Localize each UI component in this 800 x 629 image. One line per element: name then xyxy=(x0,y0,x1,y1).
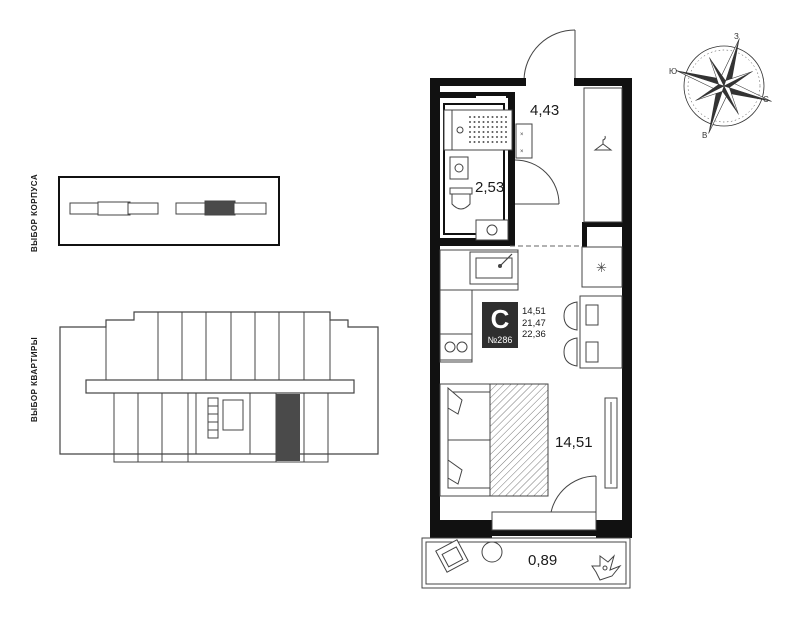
stat-full: 22,36 xyxy=(522,329,546,340)
entrance-door xyxy=(523,29,576,81)
compass: З Ю С В xyxy=(669,32,772,140)
shower-dot xyxy=(478,141,480,143)
shower-tray xyxy=(443,109,513,151)
shower-dot xyxy=(469,121,471,123)
shower-dot xyxy=(491,116,494,118)
shower-dot xyxy=(478,126,480,128)
shower-dot xyxy=(478,131,480,133)
toilet-icon xyxy=(449,187,473,210)
shower-dot xyxy=(469,131,471,133)
shower-dot xyxy=(478,136,480,138)
svg-text:×: × xyxy=(520,149,524,155)
building-select-label: ВЫБОР КОРПУСА xyxy=(30,173,39,252)
shower-dot xyxy=(482,121,485,123)
shower-dot xyxy=(491,136,494,138)
compass-east: С xyxy=(763,95,769,104)
apartment-type-badge: С №286 xyxy=(482,302,518,348)
floor-selector xyxy=(59,311,379,463)
shower-dot xyxy=(500,116,503,118)
shower-dot xyxy=(505,116,507,118)
shower-dot xyxy=(500,131,503,133)
shower-dot xyxy=(505,141,507,143)
balcony-area: 0,89 xyxy=(528,552,557,569)
building-group-left[interactable] xyxy=(69,201,159,216)
shower-dot xyxy=(500,136,503,138)
apartment-stats: 14,51 21,47 22,36 xyxy=(522,306,546,341)
shower-dot xyxy=(505,121,507,123)
shower-dot xyxy=(500,121,503,123)
shower-dot xyxy=(505,136,507,138)
shower-dot xyxy=(505,126,507,128)
shower-dot xyxy=(482,126,485,128)
hall-area: 4,43 xyxy=(530,102,559,119)
shower-dot xyxy=(500,126,503,128)
balcony xyxy=(421,537,631,589)
bed xyxy=(439,383,549,497)
shower-dot xyxy=(482,131,485,133)
apartment-type-letter: С xyxy=(490,304,510,334)
shower-dot xyxy=(496,121,498,123)
shower-dot xyxy=(496,136,498,138)
fridge xyxy=(581,246,623,288)
shower-dot xyxy=(487,126,489,128)
kitchen-counter xyxy=(439,249,519,363)
shower-dot xyxy=(487,116,489,118)
shower-dot xyxy=(473,116,476,118)
shower-dot xyxy=(469,141,471,143)
compass-west: Ю xyxy=(669,67,677,76)
shower-dot xyxy=(482,136,485,138)
shower-dot xyxy=(478,121,480,123)
dining-table xyxy=(563,295,623,369)
shower-dot xyxy=(491,141,494,143)
stat-living: 14,51 xyxy=(522,306,546,317)
shower-dot xyxy=(487,131,489,133)
selected-apartment[interactable] xyxy=(276,394,300,461)
shower-dot xyxy=(496,126,498,128)
shower-dot xyxy=(491,121,494,123)
shower-dot xyxy=(482,116,485,118)
shower-dot xyxy=(473,126,476,128)
building-group-right[interactable] xyxy=(175,200,267,216)
shower-dot xyxy=(496,131,498,133)
plant-icon xyxy=(591,554,622,581)
walls xyxy=(430,78,632,538)
shower-dot xyxy=(473,121,476,123)
living-area: 14,51 xyxy=(555,434,593,451)
apartment-plan: × × ✳ xyxy=(421,29,632,589)
apartment-select-label: ВЫБОР КВАРТИРЫ xyxy=(30,336,39,422)
selected-building xyxy=(204,200,236,216)
shower-dot xyxy=(473,141,476,143)
shower-dot xyxy=(491,131,494,133)
building-selector xyxy=(58,176,280,246)
wardrobe xyxy=(583,87,623,223)
shower-dot xyxy=(469,126,471,128)
shower-dot xyxy=(469,136,471,138)
shower-dot xyxy=(491,126,494,128)
shower-dot xyxy=(478,116,480,118)
shower-dot xyxy=(469,116,471,118)
svg-text:×: × xyxy=(520,132,524,138)
shower-dot xyxy=(505,131,507,133)
shower-dot xyxy=(487,121,489,123)
shower-dot xyxy=(500,141,503,143)
shower-dot xyxy=(496,116,498,118)
shower-dot xyxy=(496,141,498,143)
shower-dot xyxy=(482,141,485,143)
bathroom-area: 2,53 xyxy=(475,179,504,196)
shower-dot xyxy=(473,136,476,138)
stat-total: 21,47 xyxy=(522,317,546,329)
balcony-chair xyxy=(435,539,503,573)
svg-text:✳: ✳ xyxy=(596,260,607,275)
compass-north: З xyxy=(734,32,739,41)
shower-dot xyxy=(487,141,489,143)
shower-dot xyxy=(473,131,476,133)
compass-south: В xyxy=(702,131,707,140)
apartment-number: №286 xyxy=(487,335,513,345)
shower-dot xyxy=(487,136,489,138)
